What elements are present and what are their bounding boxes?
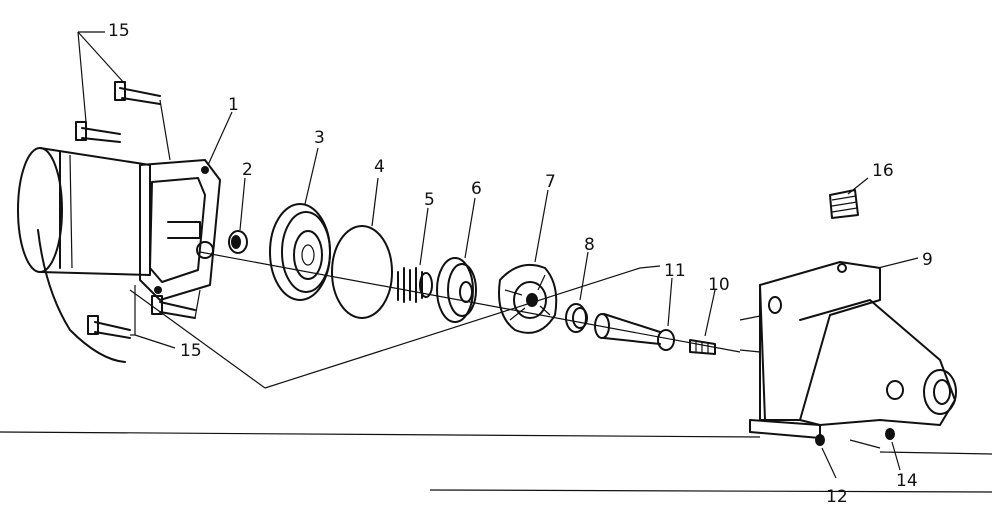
oring-part-4 bbox=[331, 177, 393, 319]
callout-labels: 1 2 3 4 5 6 7 8 9 10 11 12 14 15 15 16 bbox=[108, 21, 933, 507]
pump-housing-part-9 bbox=[739, 257, 957, 439]
label-15-bottom: 15 bbox=[180, 341, 202, 361]
label-1: 1 bbox=[228, 95, 239, 115]
label-11: 11 bbox=[664, 261, 686, 281]
diffuser-part-6 bbox=[436, 197, 477, 323]
label-4: 4 bbox=[374, 157, 385, 177]
ground-lines bbox=[0, 431, 992, 493]
label-10: 10 bbox=[708, 275, 730, 295]
label-6: 6 bbox=[471, 179, 482, 199]
label-15-top: 15 bbox=[108, 21, 130, 41]
label-8: 8 bbox=[584, 235, 595, 255]
impeller-part-7 bbox=[498, 189, 558, 334]
label-16: 16 bbox=[872, 161, 894, 181]
ring-part-8 bbox=[565, 251, 589, 333]
label-3: 3 bbox=[314, 128, 325, 148]
label-2: 2 bbox=[242, 160, 253, 180]
seal-plate-part-3 bbox=[269, 147, 331, 301]
assembly-centerline bbox=[129, 251, 741, 389]
nozzle-part-10 bbox=[689, 289, 716, 355]
venturi-part-11 bbox=[594, 277, 675, 351]
motor-part-1 bbox=[17, 147, 221, 363]
label-9: 9 bbox=[922, 250, 933, 270]
plug-part-16 bbox=[829, 177, 869, 219]
leader-1 bbox=[207, 111, 233, 166]
label-7: 7 bbox=[545, 172, 556, 192]
label-12: 12 bbox=[826, 487, 848, 507]
label-5: 5 bbox=[424, 190, 435, 210]
label-14: 14 bbox=[896, 471, 918, 491]
drain-plugs bbox=[815, 428, 901, 479]
seal-part-2 bbox=[228, 177, 248, 254]
leader-14-aux bbox=[849, 439, 881, 449]
bolts-part-15 bbox=[75, 31, 201, 349]
spring-seal-part-5 bbox=[397, 207, 433, 303]
